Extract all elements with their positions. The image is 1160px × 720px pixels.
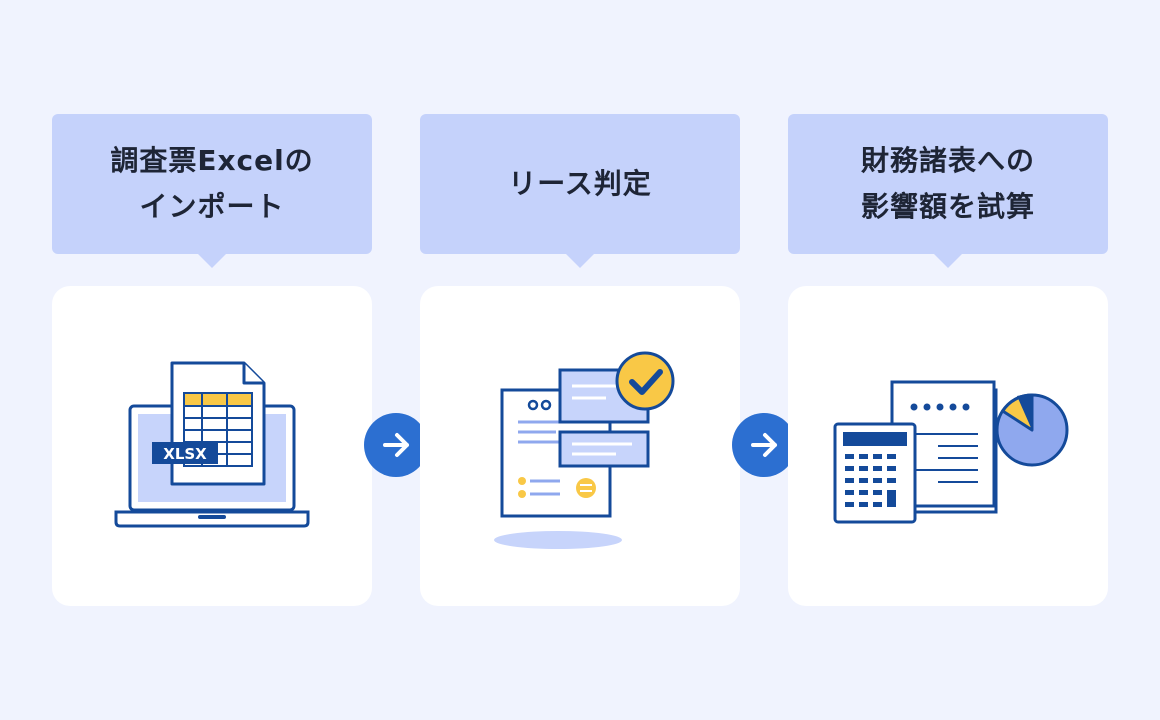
- arrow-right-icon: [383, 433, 409, 457]
- step-label-bubble: 財務諸表への 影響額を試算: [788, 114, 1108, 268]
- step-title-line-1: 調査票Excelの: [110, 144, 314, 177]
- step-financial-impact: 財務諸表への 影響額を試算: [788, 114, 1108, 606]
- step-illustration-card: [420, 286, 740, 606]
- step-title-line-2: 影響額を試算: [860, 190, 1035, 223]
- step-title-line-1: リース判定: [508, 167, 652, 200]
- xlsx-badge: XLSX: [163, 445, 207, 463]
- step-title-line-1: 財務諸表への: [860, 144, 1035, 177]
- laptop-excel-icon: XLSX: [114, 361, 310, 528]
- next-step-arrow: [364, 413, 428, 477]
- calculator-report-icon: [833, 380, 1069, 524]
- step-illustration-card: XLSX: [52, 286, 372, 606]
- lease-judgment-document-icon: [494, 351, 675, 549]
- step-illustration-card: [788, 286, 1108, 606]
- next-step-arrow: [732, 413, 796, 477]
- arrow-right-icon: [751, 433, 777, 457]
- step-lease-judgment: リース判定: [420, 114, 740, 606]
- step-label-bubble: リース判定: [420, 114, 740, 268]
- step-title-line-2: インポート: [139, 190, 285, 223]
- step-label-bubble: 調査票Excelの インポート: [52, 114, 372, 268]
- step-import: 調査票Excelの インポート XLSX: [52, 114, 372, 606]
